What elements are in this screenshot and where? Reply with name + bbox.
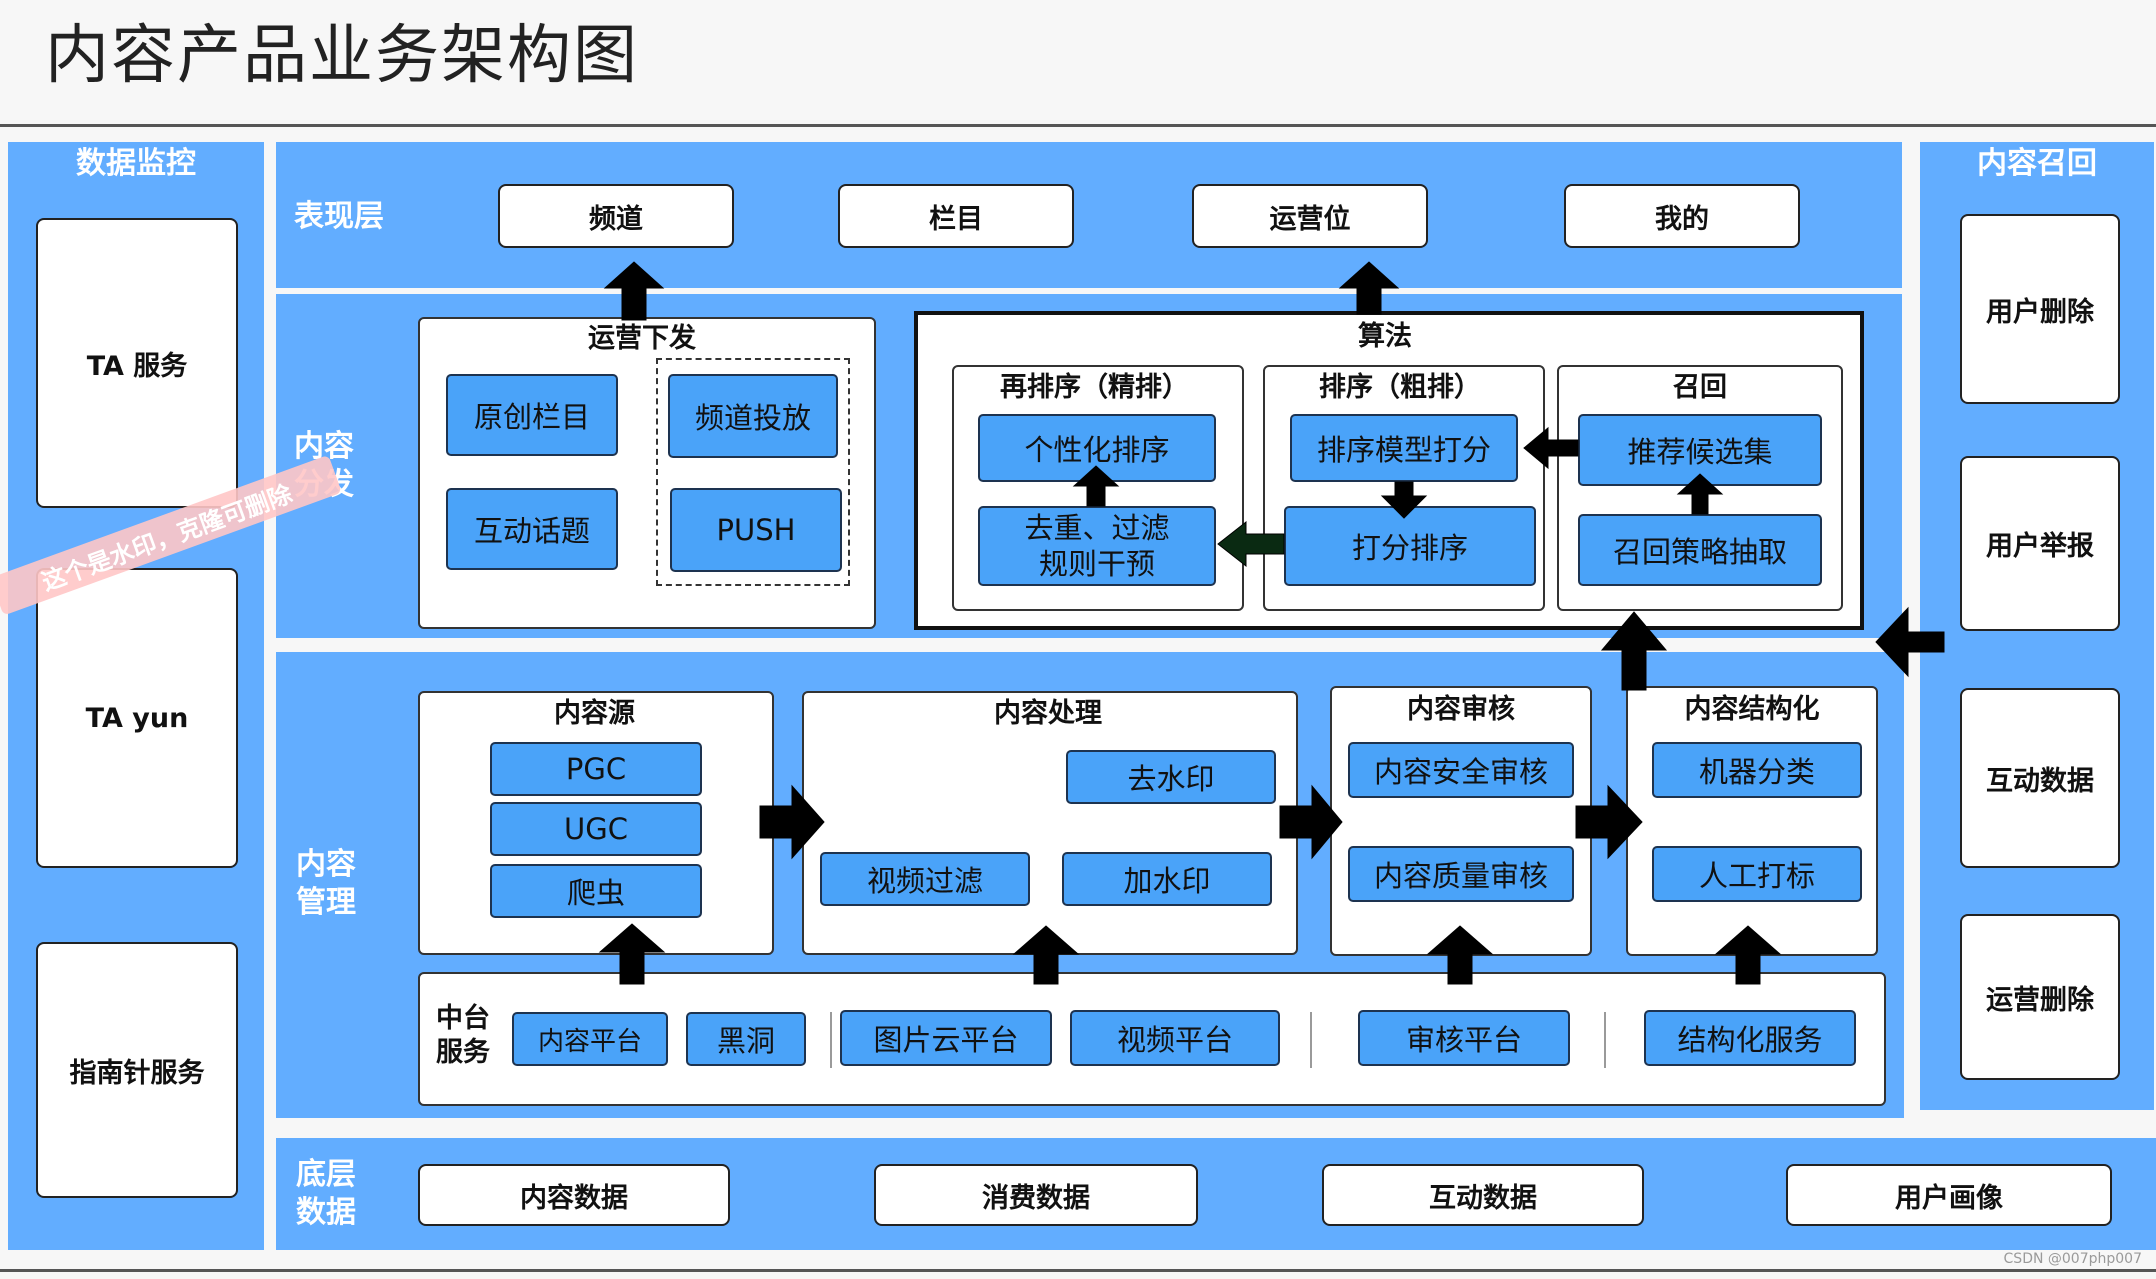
presentation-item-column[interactable]: 栏目 [838,184,1074,248]
processing-item-add-watermark[interactable]: 加水印 [1062,852,1272,906]
recall-item-strategy[interactable]: 召回策略抽取 [1578,514,1822,586]
monitor-item-ta-yun[interactable]: TA yun [36,568,238,868]
arrow-recall-side-to-algorithm [1875,606,1945,678]
arrow-review-to-structuring [1575,784,1643,860]
arrow-algo-to-ops-slot [1338,261,1400,315]
base-item-content-data[interactable]: 内容数据 [418,1164,730,1226]
source-item-ugc[interactable]: UGC [490,802,702,856]
platform-item-content[interactable]: 内容平台 [512,1012,668,1066]
ops-item-interactive-topic[interactable]: 互动话题 [446,488,618,570]
recall-item-user-report[interactable]: 用户举报 [1960,456,2120,631]
ops-title: 运营下发 [588,322,696,354]
algorithm-title: 算法 [1358,320,1412,352]
bottom-divider [0,1269,2156,1272]
platform-item-image-cloud[interactable]: 图片云平台 [840,1010,1052,1066]
ops-item-original-column[interactable]: 原创栏目 [446,374,618,456]
processing-card [802,691,1298,955]
recall-title: 召回 [1673,371,1727,403]
review-item-quality[interactable]: 内容质量审核 [1348,846,1574,902]
title-divider [0,124,2156,127]
review-item-safety[interactable]: 内容安全审核 [1348,742,1574,798]
arrow-sort-to-dedup [1217,520,1285,568]
credit-text: CSDN @007php007 [2003,1251,2142,1267]
monitor-item-ta-service[interactable]: TA 服务 [36,218,238,508]
ops-item-push[interactable]: PUSH [670,488,842,572]
recall-item-ops-delete[interactable]: 运营删除 [1960,914,2120,1080]
platform-separator-3 [1604,1012,1606,1068]
rank-title: 排序（粗排） [1319,371,1481,403]
management-title: 内容管理 [296,847,356,920]
presentation-item-channel[interactable]: 频道 [498,184,734,248]
structuring-item-manual-tag[interactable]: 人工打标 [1652,846,1862,902]
arrow-platform-to-structuring [1714,925,1782,985]
structuring-item-machine-classify[interactable]: 机器分类 [1652,742,1862,798]
rerank-item-dedup-filter[interactable]: 去重、过滤规则干预 [978,506,1216,586]
platform-item-video[interactable]: 视频平台 [1070,1010,1280,1066]
recall-item-user-delete[interactable]: 用户删除 [1960,214,2120,404]
review-card [1330,686,1592,956]
arrow-strategy-to-candidates [1676,473,1724,515]
arrow-source-to-processing [759,784,825,860]
rerank-title: 再排序（精排） [1000,371,1189,403]
source-item-pgc[interactable]: PGC [490,742,702,796]
source-item-crawler[interactable]: 爬虫 [490,864,702,918]
presentation-item-mine[interactable]: 我的 [1564,184,1800,248]
arrow-ops-to-channel [603,261,665,321]
arrow-dedup-to-personalized [1072,465,1120,507]
arrow-platform-to-processing [1012,925,1080,985]
monitor-title: 数据监控 [76,146,196,181]
arrow-candidates-to-model [1523,426,1579,470]
processing-title: 内容处理 [994,697,1102,729]
page-title: 内容产品业务架构图 [45,19,639,93]
ops-dashed-group [656,358,850,586]
arrow-management-to-recall [1600,611,1668,691]
arrow-platform-to-review [1426,925,1494,985]
processing-item-remove-watermark[interactable]: 去水印 [1066,750,1276,804]
monitor-item-compass-service[interactable]: 指南针服务 [36,942,238,1198]
base-title: 底层数据 [296,1157,356,1230]
review-title: 内容审核 [1407,693,1515,725]
base-item-interaction-data[interactable]: 互动数据 [1322,1164,1644,1226]
recall-side-title: 内容召回 [1977,146,2097,181]
ops-card [418,317,876,629]
presentation-title: 表现层 [294,199,384,234]
presentation-item-ops-slot[interactable]: 运营位 [1192,184,1428,248]
arrow-model-to-sort [1380,481,1428,519]
ops-item-channel-placement[interactable]: 频道投放 [668,374,838,458]
platform-separator-1 [830,1012,832,1068]
processing-item-video-filter[interactable]: 视频过滤 [820,852,1030,906]
platform-item-review[interactable]: 审核平台 [1358,1010,1570,1066]
structuring-title: 内容结构化 [1684,693,1820,725]
recall-item-interaction-data[interactable]: 互动数据 [1960,688,2120,868]
rank-item-score-sort[interactable]: 打分排序 [1284,506,1536,586]
platform-item-structuring[interactable]: 结构化服务 [1644,1010,1856,1066]
platform-title: 中台服务 [436,1003,490,1068]
rank-item-model-score[interactable]: 排序模型打分 [1290,414,1518,482]
base-item-user-profile[interactable]: 用户画像 [1786,1164,2112,1226]
platform-separator-2 [1310,1012,1312,1068]
arrow-platform-to-source [598,923,666,985]
platform-item-blackhole[interactable]: 黑洞 [686,1012,806,1066]
base-item-consumption-data[interactable]: 消费数据 [874,1164,1198,1226]
source-title: 内容源 [554,697,635,729]
arrow-processing-to-review [1279,784,1343,860]
